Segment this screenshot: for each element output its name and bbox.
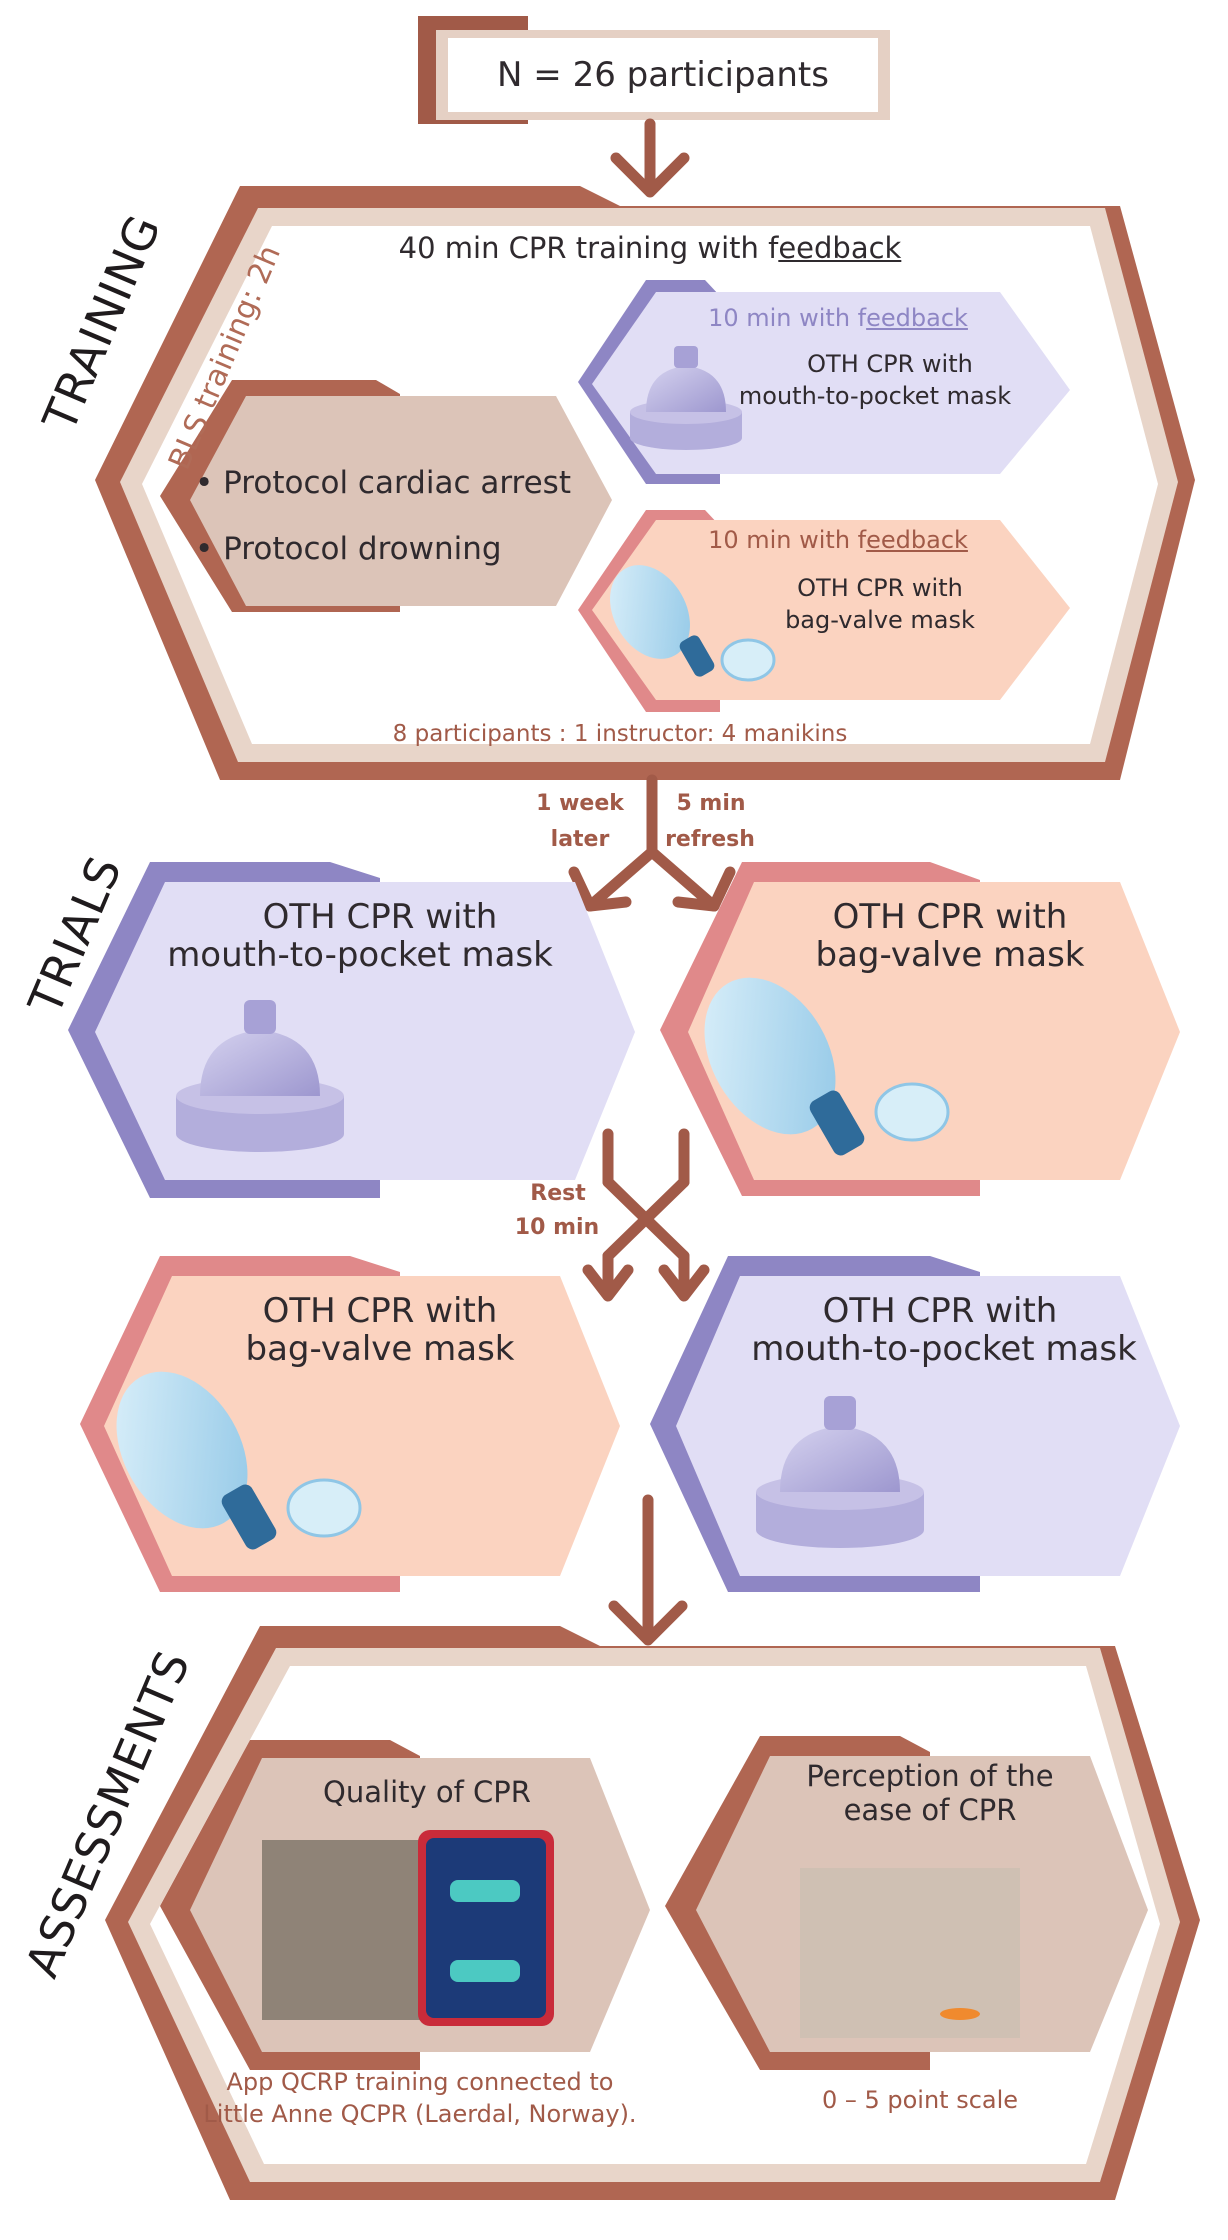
quality-caption-line2: Little Anne QCPR (Laerdal, Norway). xyxy=(203,2100,637,2128)
mask-feedback-underlined: eedback xyxy=(866,304,968,332)
arrow-down-1 xyxy=(610,118,690,198)
protocol-list: • Protocol cardiac arrest • Protocol dro… xyxy=(195,450,615,582)
training-title-underlined: eedback xyxy=(778,231,902,265)
bag-feedback-prefix: 10 min with f xyxy=(708,526,867,554)
trial-1-left-line2: mouth-to-pocket mask xyxy=(167,935,553,975)
trial-box-1-left xyxy=(68,862,635,1198)
arrow-cross xyxy=(582,1128,710,1302)
arrow-down-3 xyxy=(608,1494,688,1646)
transition-left-line2: later xyxy=(550,827,610,852)
quality-caption-line1: App QCRP training connected to xyxy=(226,2068,614,2096)
mask-feedback-prefix: 10 min with f xyxy=(708,304,867,332)
perception-line1: Perception of the xyxy=(806,1759,1054,1793)
trial-1-left-line1: OTH CPR with xyxy=(262,897,498,937)
rest-line1: Rest xyxy=(530,1181,586,1206)
mask-feedback-label: 10 min with feedback xyxy=(668,304,1008,332)
transition-right-line2: refresh xyxy=(665,827,755,852)
participants-count: N = 26 participants xyxy=(497,55,829,95)
trial-2-left-line1: OTH CPR with xyxy=(262,1291,498,1331)
trial-1-right-line1: OTH CPR with xyxy=(832,897,1068,937)
bag-feedback-label: 10 min with feedback xyxy=(668,526,1008,554)
protocol-item: • Protocol cardiac arrest xyxy=(195,465,571,501)
trial-box-1-right xyxy=(660,862,1180,1196)
training-bag-box xyxy=(578,510,1070,712)
training-bag-line1: OTH CPR with xyxy=(797,574,963,602)
perception-caption: 0 – 5 point scale xyxy=(821,2086,1019,2114)
bag-feedback-underlined: eedback xyxy=(866,526,968,554)
transition-left-line1: 1 week xyxy=(536,791,624,816)
trial-box-2-left xyxy=(80,1256,620,1592)
perception-line2: ease of CPR xyxy=(843,1793,1017,1827)
training-title-prefix: 40 min CPR training with f xyxy=(398,231,779,265)
training-mask-line2: mouth-to-pocket mask xyxy=(738,382,1012,410)
protocol-box xyxy=(160,380,612,612)
training-bag-line2: bag-valve mask xyxy=(785,606,975,634)
training-mask-box xyxy=(578,280,1070,484)
rest-line2: 10 min xyxy=(514,1215,600,1240)
participant-ratio: 8 participants : 1 instructor: 4 manikin… xyxy=(392,721,848,747)
transition-right-line1: 5 min xyxy=(676,791,746,816)
training-title: 40 min CPR training with feedback xyxy=(320,232,980,265)
trial-box-2-right xyxy=(650,1256,1180,1592)
trial-2-left-line2: bag-valve mask xyxy=(245,1329,515,1369)
trial-2-right-line2: mouth-to-pocket mask xyxy=(751,1329,1137,1369)
quality-title: Quality of CPR xyxy=(323,1775,531,1809)
perception-box xyxy=(665,1736,1148,2070)
trial-2-right-line1: OTH CPR with xyxy=(822,1291,1058,1331)
participants-box xyxy=(418,16,890,124)
trial-1-right-line2: bag-valve mask xyxy=(815,935,1085,975)
training-mask-line1: OTH CPR with xyxy=(807,350,973,378)
quality-box xyxy=(160,1740,650,2070)
protocol-item: • Protocol drowning xyxy=(195,531,502,567)
arrow-split-1 xyxy=(568,774,736,912)
